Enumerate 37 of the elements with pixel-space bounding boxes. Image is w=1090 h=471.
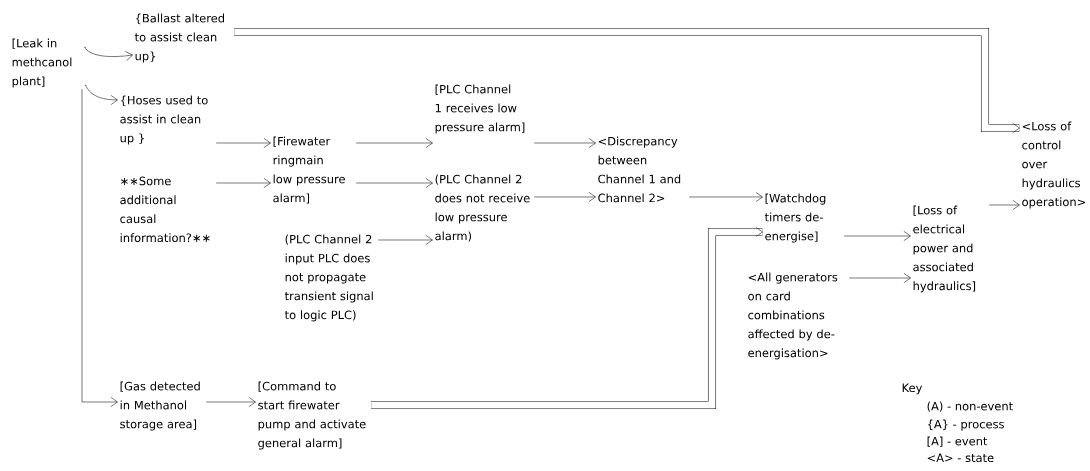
arrow <box>84 84 118 105</box>
arrow <box>377 235 433 245</box>
key-entry: <A> - state <box>927 453 994 463</box>
statement-text: [Command to start firewater pump and activate general alarm] <box>258 381 366 450</box>
statement-text: (PLC Channel 2 does not receive low pressure alarm) <box>435 174 530 242</box>
statement-text: (PLC Channel 2 input PLC does not propagate transient signal to logic PLC) <box>284 234 373 322</box>
statement-text: [Gas detected in Methanol storage area] <box>120 381 200 431</box>
arrow <box>215 138 271 148</box>
statement-text: [Loss of electrical power and associated hydraulics] <box>913 205 976 293</box>
key-entry: [A] - event <box>927 436 988 447</box>
statement-text: [Firewater ringmain low pressure alarm] <box>273 136 345 204</box>
arrow <box>533 192 596 202</box>
arrow <box>688 192 763 202</box>
statement-text: [PLC Channel 1 receives low pressure alarm] <box>435 84 525 134</box>
arrow <box>848 273 911 283</box>
statement-text: [Watchdog timers de-energise] <box>764 193 826 243</box>
key-entry: {A} - process <box>928 419 1004 431</box>
arrow <box>81 88 118 407</box>
arrow <box>843 231 911 241</box>
arrow <box>205 397 256 407</box>
key-title: Key <box>902 383 923 395</box>
statement-text: <Discrepancy between Channel 1 and Channel 2> <box>598 136 681 203</box>
arrow <box>215 178 271 188</box>
arrow <box>988 200 1020 210</box>
arrow <box>234 27 1020 133</box>
statement-text: {Hoses used to assist in clean up } <box>120 95 208 145</box>
statement-text: {Ballast altered to assist clean up} <box>134 13 224 63</box>
statement-text: <Loss of control over hydraulics operation> <box>1022 121 1086 209</box>
statement-text: <All generators on card combinations affected by de-energisation> <box>748 272 838 360</box>
statement-text: [Leak in methcanol plant] <box>12 38 72 88</box>
arrow <box>84 46 133 61</box>
key-entry: (A) - non-event <box>927 401 1013 412</box>
arrow <box>355 138 433 148</box>
arrow <box>355 178 433 188</box>
arrow <box>533 138 596 148</box>
statement-text: ∗∗Some additional causal information?∗∗ <box>120 176 210 243</box>
arrow <box>371 227 763 410</box>
